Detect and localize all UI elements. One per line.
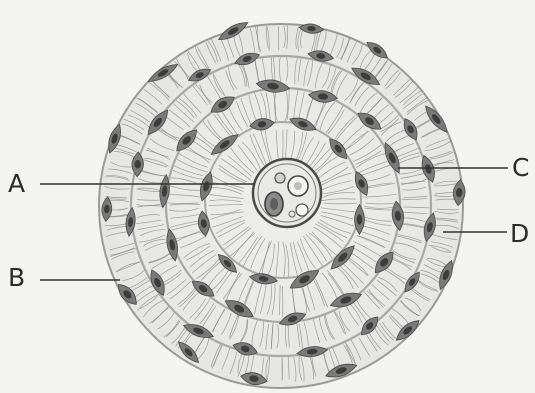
label-a: A — [8, 171, 25, 196]
label-c: C — [512, 155, 529, 180]
label-d: D — [510, 221, 529, 246]
central-body — [253, 159, 321, 227]
label-b: B — [8, 265, 25, 290]
